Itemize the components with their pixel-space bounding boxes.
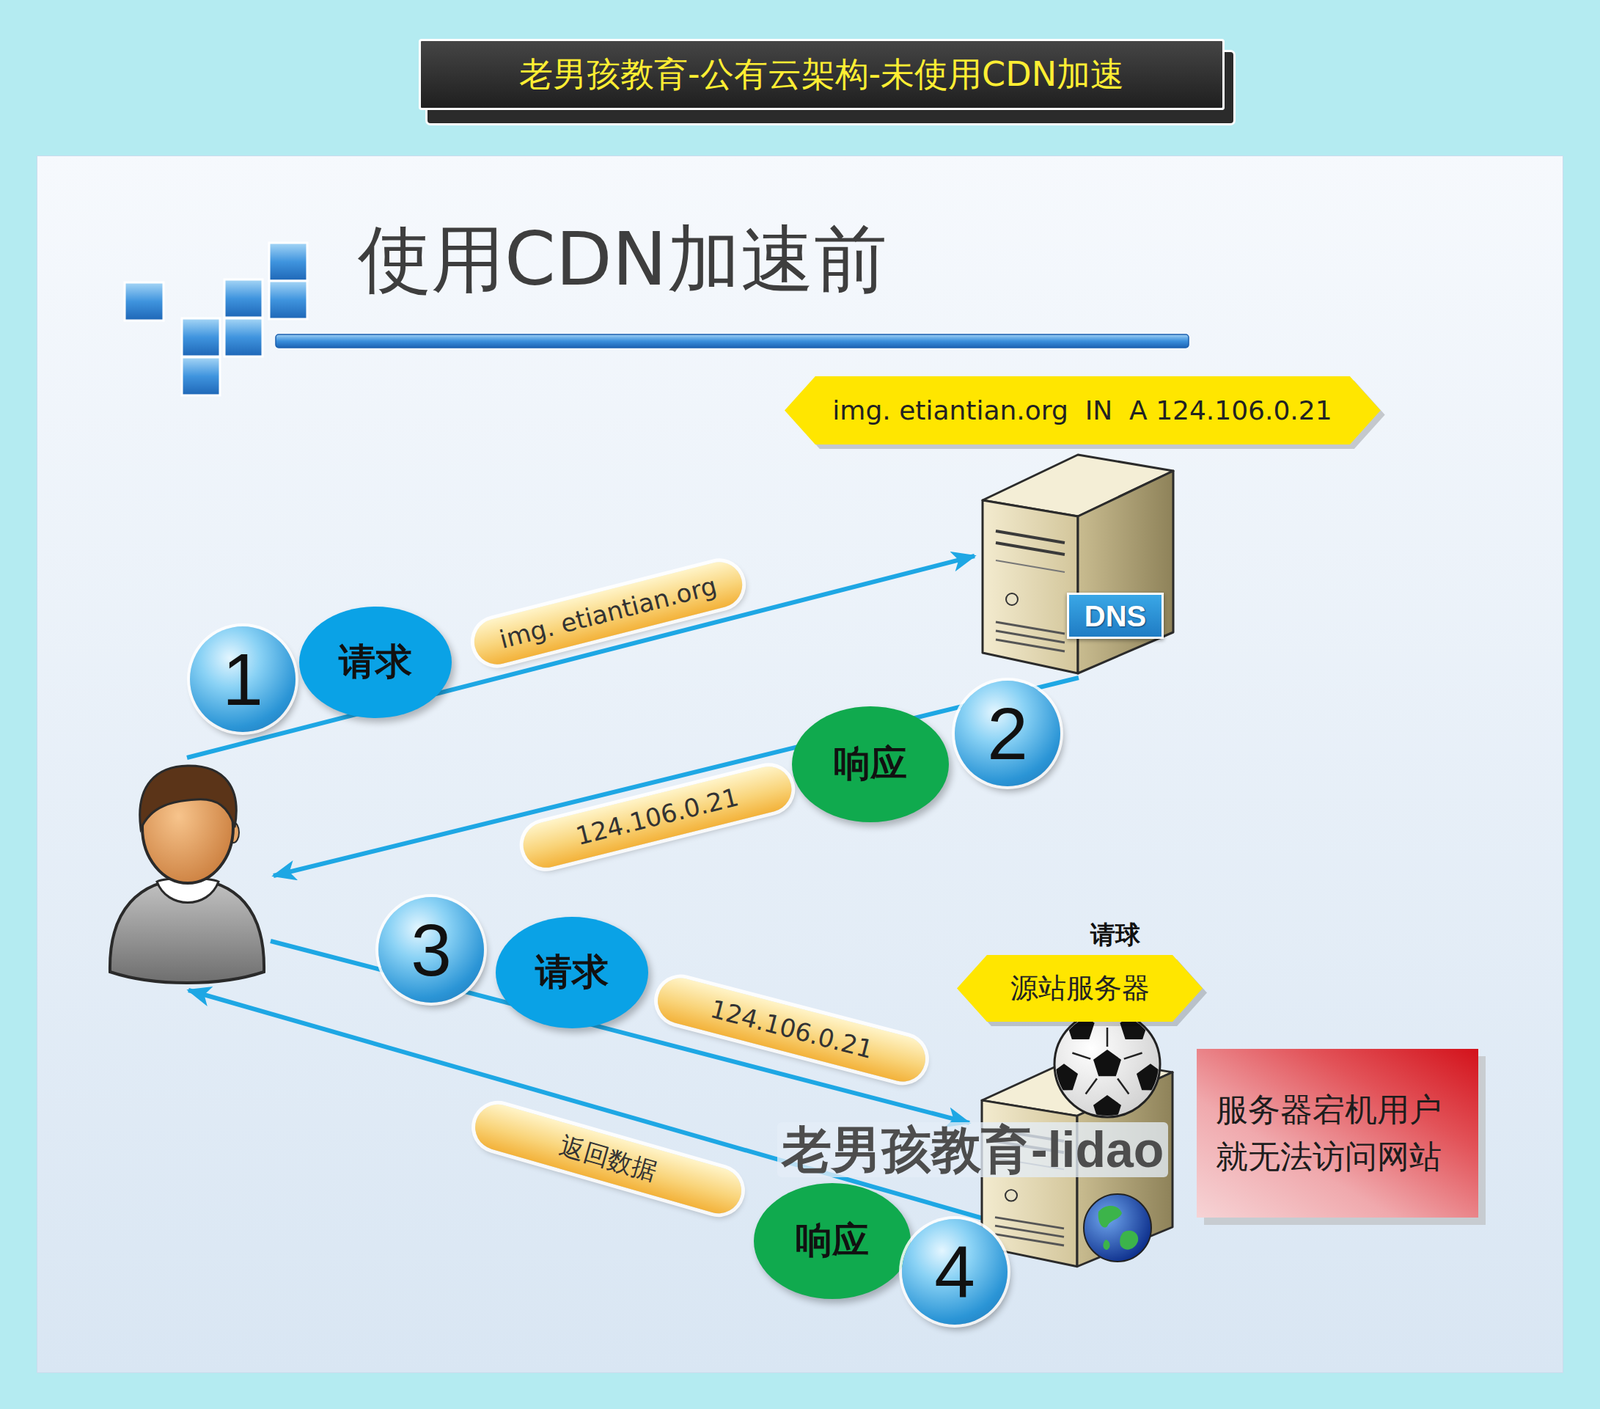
globe-icon <box>1083 1193 1152 1262</box>
callout-number: 3 <box>378 896 484 1003</box>
node-text: 4 <box>934 1234 976 1309</box>
node-text: img. etiantian.org IN A 124.106.0.21 <box>832 395 1332 426</box>
callout-number: 4 <box>901 1218 1008 1325</box>
overlay-note: 请球 <box>1090 920 1141 949</box>
heading-squares <box>124 242 308 396</box>
watermark: 老男孩教育-lidao <box>777 1121 1169 1177</box>
node-text: 源站服务器 <box>1010 972 1150 1005</box>
origin-server-band: 源站服务器 <box>956 954 1203 1022</box>
user-icon <box>109 765 264 983</box>
node-text: 服务器宕机用户 就无法访问网站 <box>1215 1085 1458 1180</box>
soccer-ball-icon <box>1048 1009 1167 1122</box>
node-text: 响应 <box>795 1219 869 1262</box>
callout-number: 1 <box>189 626 296 732</box>
node-text: 请求 <box>338 640 413 684</box>
node-text: 124.106.0.21 <box>572 783 742 852</box>
heading-underline <box>275 334 1189 348</box>
node-text: 返回数据 <box>555 1130 660 1186</box>
node-text: DNS <box>1084 599 1147 633</box>
node-text: 3 <box>410 912 452 987</box>
dns-server-icon <box>982 454 1174 674</box>
node-text: 1 <box>222 642 264 716</box>
node-text: img. etiantian.org <box>496 571 720 655</box>
ip-pill: 124.106.0.21 <box>652 973 931 1087</box>
band-fill <box>784 376 1381 445</box>
node-text: 响应 <box>833 742 908 786</box>
domain-pill: img. etiantian.org <box>469 557 748 670</box>
warning-box: 服务器宕机用户 就无法访问网站 <box>1196 1048 1479 1218</box>
ip-pill: 124.106.0.21 <box>518 761 797 873</box>
return-data-pill: 返回数据 <box>469 1099 747 1219</box>
request-ellipse: 请求 <box>299 606 452 718</box>
node-text: 124.106.0.21 <box>706 994 876 1064</box>
title-text: 老男孩教育-公有云架构-未使用CDN加速 <box>519 54 1125 94</box>
dns-badge: DNS <box>1066 592 1164 639</box>
panel-ground <box>36 155 1564 1373</box>
flow-arrows <box>186 555 1079 1220</box>
band-fill <box>956 954 1203 1022</box>
node-text: 使用CDN加速前 <box>357 219 888 300</box>
response-ellipse: 响应 <box>753 1182 911 1299</box>
title-banner: 老男孩教育-公有云架构-未使用CDN加速 <box>418 38 1225 110</box>
request-ellipse: 请求 <box>495 916 649 1029</box>
diagram-panel: img. etiantian.org IN A 124.106.0.21DNS 1… <box>36 155 1564 1373</box>
response-ellipse: 响应 <box>791 706 949 822</box>
callout-number: 2 <box>954 680 1061 787</box>
dns-record-band: img. etiantian.org IN A 124.106.0.21 <box>784 376 1381 445</box>
node-text: 请求 <box>535 951 609 994</box>
node-text: 2 <box>986 696 1029 770</box>
